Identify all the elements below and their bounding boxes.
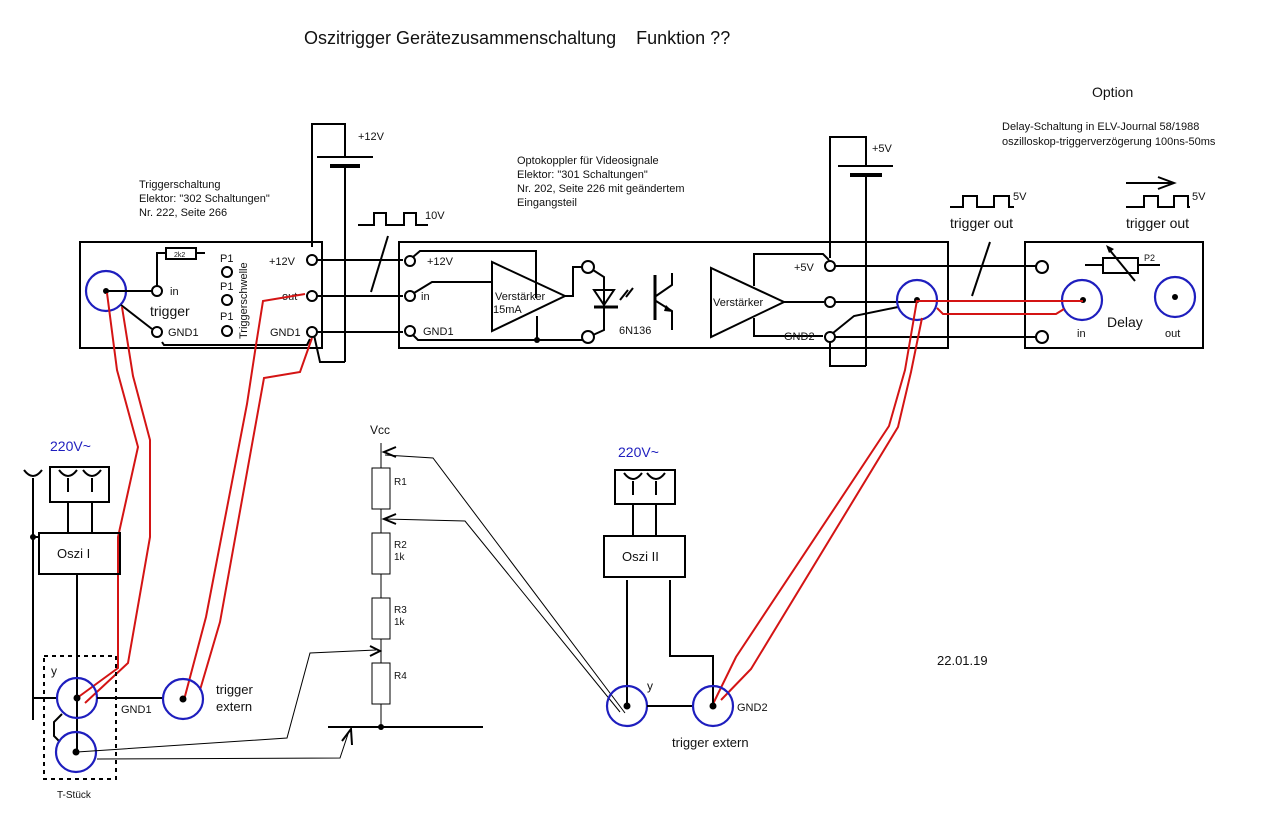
light-emission-icon [619, 287, 634, 301]
interboard-wires-right [835, 265, 1036, 338]
opto-gnd2-label: GND2 [784, 331, 815, 343]
r4-label: R4 [394, 671, 407, 682]
battery-5v: +5V [829, 136, 893, 367]
pulse-5v-delayed: 5V trigger out [1126, 176, 1206, 231]
r2-label: R2 [394, 540, 407, 551]
trigger-label: trigger [150, 303, 190, 319]
oszi-1-label: Oszi I [57, 546, 90, 561]
oszi-2-box [603, 535, 686, 578]
r3-label: R3 [394, 605, 407, 616]
trigger-in-label: in [170, 286, 179, 298]
trigger-out-label-1: trigger out [950, 215, 1013, 231]
mains-plug-icon [23, 466, 110, 720]
mains-1-label: 220V~ [50, 438, 91, 454]
amplifier-2-label: Verstärker [713, 297, 763, 309]
delay-board: P2 in Delay out [1024, 241, 1204, 349]
coax-cables [76, 292, 1083, 707]
vcc-label: Vcc [370, 423, 390, 437]
opto-gnd1-label: GND1 [423, 326, 454, 338]
p1-label-1: P1 [220, 253, 233, 265]
trigger-gnd1-right-label: GND1 [270, 327, 301, 339]
amplifier-1-label: Verstärker [495, 291, 545, 303]
r3-value: 1k [394, 617, 406, 628]
option-label: Option [1092, 84, 1133, 100]
trigger-extern-1-line-1: trigger [216, 682, 254, 697]
opto-5v-label: +5V [794, 262, 815, 274]
terminal-in [151, 285, 163, 297]
triggerschwelle-label: Triggerschwelle [238, 262, 250, 339]
supply-12v-label: +12V [358, 131, 385, 143]
trigger-12v-label: +12V [269, 256, 296, 268]
gnd1-bottom-label: GND1 [121, 704, 152, 716]
t-piece-label: T-Stück [57, 790, 92, 801]
delay-note-line-1: Delay-Schaltung in ELV-Journal 58/1988 [1002, 121, 1199, 133]
trigger-extern-1-line-2: extern [216, 699, 252, 714]
oszi-2-label: Oszi II [622, 549, 659, 564]
terminal-gnd1 [151, 326, 163, 338]
bnc-trigger-extern-2[interactable] [691, 684, 735, 728]
optocoupler-board: +12V in GND1 Verstärker 15mA 6N136 Ve [398, 241, 949, 349]
amplifier-1-current: 15mA [493, 304, 522, 316]
delay-out-label: out [1165, 328, 1180, 340]
optocoupler-label: 6N136 [619, 325, 651, 337]
trigger-extern-1: GND1 trigger extern [97, 677, 254, 721]
opto-note-line-3: Nr. 202, Seite 226 mit geändertem [517, 183, 685, 195]
opto-12v-label: +12V [427, 256, 454, 268]
mains-plug-icon-2 [623, 472, 666, 495]
oszi-1-box [38, 532, 121, 575]
opto-in-label: in [421, 291, 430, 303]
supply-5v-label: +5V [872, 143, 893, 155]
resistor-2k2-label: 2k2 [174, 252, 185, 259]
pulse-10v: 10V [358, 210, 445, 293]
opto-note-line-4: Eingangsteil [517, 197, 577, 209]
p1-label-2: P1 [220, 281, 233, 293]
pulse-10v-label: 10V [425, 210, 445, 222]
trigger-extern-2-label: trigger extern [672, 735, 749, 750]
pot-p2-label: P2 [1144, 253, 1155, 263]
y-label-1: y [51, 664, 57, 678]
bnc-trigger-extern-1[interactable] [161, 677, 205, 721]
mains-2-label: 220V~ [618, 444, 659, 460]
battery-12v: +12V [311, 123, 385, 363]
trigger-board: 2k2 in trigger GND1 P1 P1 P1 Triggerschw… [79, 241, 323, 349]
bnc-delay-out[interactable] [1153, 275, 1197, 319]
pulse-5v: 5V trigger out [950, 191, 1027, 297]
delay-label: Delay [1107, 314, 1143, 330]
opto-note-line-1: Optokoppler für Videosignale [517, 155, 659, 167]
pulse-5v-label: 5V [1013, 191, 1027, 203]
trigger-note-line-1: Triggerschaltung [139, 179, 221, 191]
y-label-2: y [647, 679, 653, 693]
oszi-1-assembly: 220V~ Oszi I [23, 438, 121, 753]
r1-label: R1 [394, 477, 407, 488]
trigger-note-line-3: Nr. 222, Seite 266 [139, 207, 227, 219]
trigger-note-line-2: Elektor: "302 Schaltungen" [139, 193, 270, 205]
interboard-wires-left [317, 259, 403, 333]
opto-note-line-2: Elektor: "301 Schaltungen" [517, 169, 648, 181]
diagram-title: Oszitrigger Gerätezusammenschaltung Funk… [304, 28, 730, 48]
r2-value: 1k [394, 552, 406, 563]
delay-note-line-2: oszilloskop-triggerverzögerung 100ns-50m… [1002, 136, 1216, 148]
date-label: 22.01.19 [937, 653, 988, 668]
pulse-5v-delay-label: 5V [1192, 191, 1206, 203]
voltage-divider: Vcc R1 R2 1k R3 1k R4 [328, 423, 483, 746]
trigger-out-label-2: trigger out [1126, 215, 1189, 231]
oszi-2-assembly: 220V~ Oszi II y GND2 trigger extern [603, 444, 768, 750]
probe-lines [76, 454, 626, 760]
bnc-t-piece-lower[interactable] [54, 730, 98, 774]
delay-in-label: in [1077, 328, 1086, 340]
p1-label-3: P1 [220, 311, 233, 323]
trigger-gnd1-label: GND1 [168, 327, 199, 339]
gnd2-bottom-label: GND2 [737, 702, 768, 714]
